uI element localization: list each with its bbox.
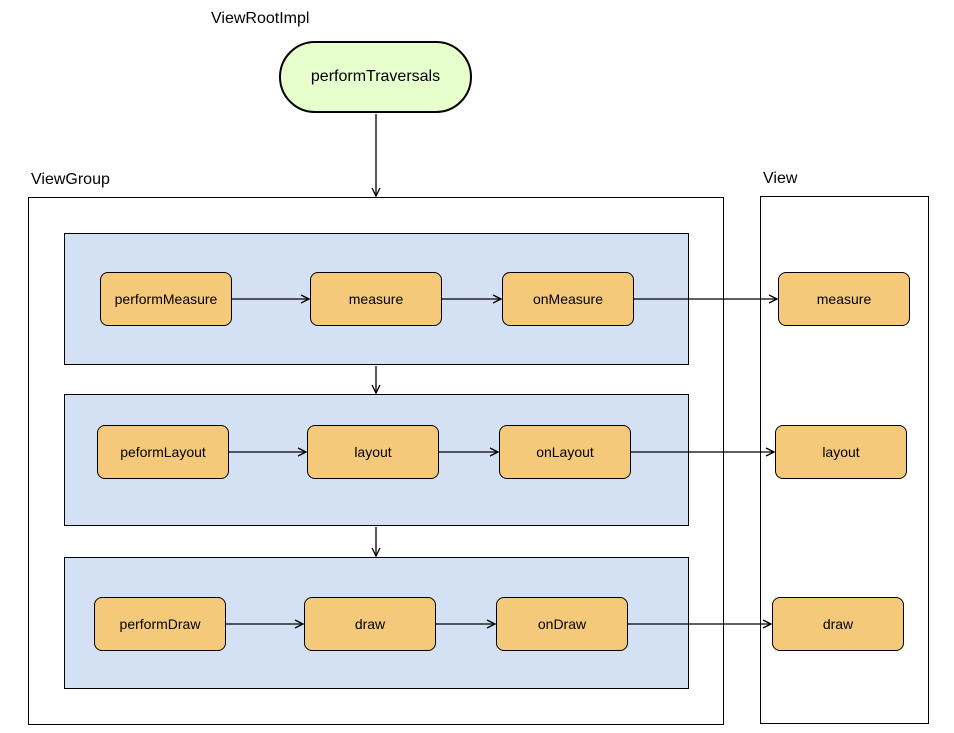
- on-layout-node: onLayout: [499, 425, 631, 479]
- perform-traversals-node: performTraversals: [279, 41, 472, 113]
- view-draw-node: draw: [772, 597, 904, 651]
- viewgroup-label: ViewGroup: [31, 171, 110, 188]
- viewrootimpl-label: ViewRootImpl: [211, 10, 310, 27]
- perform-draw-node: performDraw: [94, 597, 226, 651]
- view-label: View: [763, 170, 798, 187]
- measure-node: measure: [310, 272, 442, 326]
- view-measure-node: measure: [778, 272, 910, 326]
- on-draw-node: onDraw: [496, 597, 628, 651]
- draw-node: draw: [304, 597, 436, 651]
- on-measure-node: onMeasure: [502, 272, 634, 326]
- peform-layout-node: peformLayout: [97, 425, 229, 479]
- view-layout-node: layout: [775, 425, 907, 479]
- perform-measure-node: performMeasure: [100, 272, 232, 326]
- layout-node: layout: [307, 425, 439, 479]
